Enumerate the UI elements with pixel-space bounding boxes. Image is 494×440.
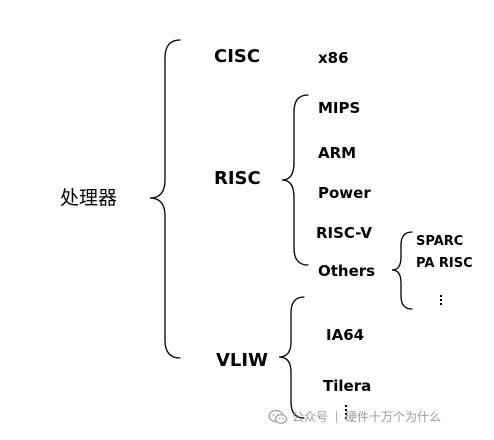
others-item-sparc: SPARC [416, 234, 464, 249]
vliw-item-ia64: IA64 [326, 326, 365, 344]
watermark-separator [336, 410, 338, 423]
watermark-name: 硬件十万个为什么 [345, 410, 442, 424]
category-risc: RISC [214, 168, 261, 189]
cisc-item-x86: x86 [318, 49, 349, 67]
others-brace [391, 231, 413, 310]
vliw-ellipsis [345, 405, 347, 421]
root-brace [149, 39, 181, 359]
risc-brace [281, 94, 309, 266]
watermark-account: 公众号 [292, 410, 329, 424]
root-label: 处理器 [60, 187, 118, 209]
risc-item-risc-v: RISC-V [316, 224, 373, 242]
vliw-item-tilera: Tilera [323, 377, 372, 395]
risc-item-power: Power [318, 184, 371, 202]
others-item-pa-risc: PA RISC [416, 256, 473, 271]
watermark: 公众号 硬件十万个为什么 [268, 408, 441, 425]
wechat-icon [268, 409, 288, 424]
risc-item-mips: MIPS [318, 99, 361, 117]
category-vliw: VLIW [216, 350, 268, 371]
vliw-brace [278, 296, 305, 419]
risc-item-others: Others [318, 262, 376, 280]
risc-item-arm: ARM [318, 144, 357, 162]
category-cisc: CISC [214, 46, 261, 67]
others-ellipsis [440, 295, 442, 307]
